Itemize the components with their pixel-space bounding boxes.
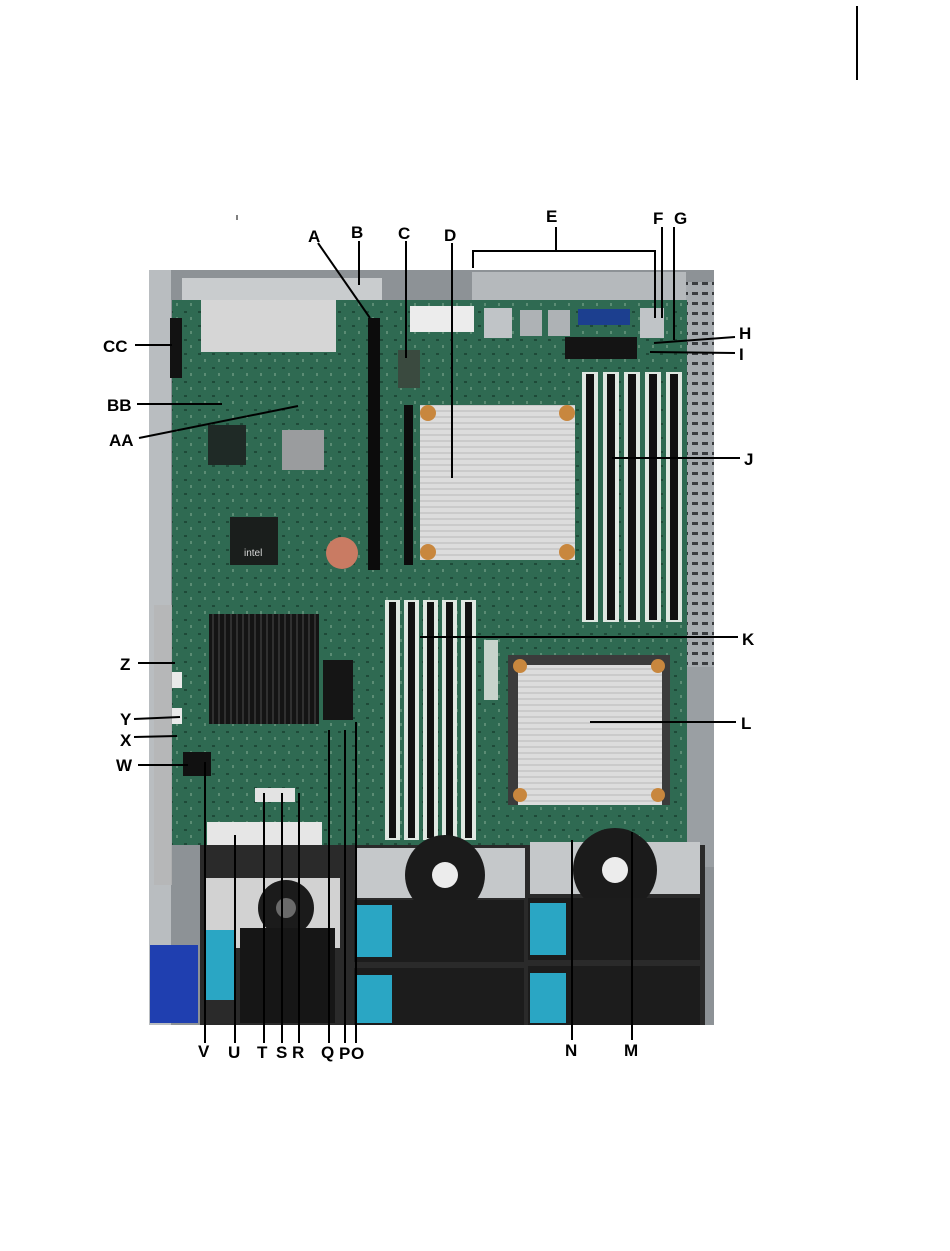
sata-header <box>172 708 182 724</box>
fan-clip <box>356 905 392 957</box>
label-sticker <box>410 306 474 332</box>
chipset-silver <box>282 430 324 470</box>
label-w: W <box>116 756 133 775</box>
cpu1-heatsink <box>420 405 575 560</box>
header-pins <box>255 788 295 802</box>
fan-hub <box>276 898 296 918</box>
heatsink-screw <box>420 544 436 560</box>
fan-hub <box>602 857 628 883</box>
rear-io-shield <box>472 272 686 302</box>
bmc-chip <box>208 425 246 465</box>
label-b: B <box>351 223 363 242</box>
label-x: X <box>120 731 132 750</box>
pcie-riser-slot-b <box>404 405 413 565</box>
label-i: I <box>739 345 744 364</box>
rear-fan-block <box>240 928 335 1023</box>
label-v: V <box>198 1042 210 1061</box>
label-n: N <box>565 1041 577 1060</box>
label-r: R <box>292 1043 304 1062</box>
label-h: H <box>739 324 751 343</box>
heatsink-screw <box>651 659 665 673</box>
label-d: D <box>444 226 456 245</box>
board-label-strip <box>484 640 498 700</box>
label-s: S <box>276 1043 287 1062</box>
fan-hub <box>432 862 458 888</box>
sata-dom-module <box>398 350 420 388</box>
vga-port <box>578 309 630 325</box>
sata-header <box>172 672 182 688</box>
leader-i <box>650 352 735 353</box>
label-l: L <box>741 714 751 733</box>
label-j: J <box>744 450 753 469</box>
psu-bracket <box>201 300 336 352</box>
heatsink-screw <box>420 405 436 421</box>
label-m: M <box>624 1041 638 1060</box>
label-a: A <box>308 227 320 246</box>
label-o: O <box>351 1044 364 1063</box>
label-e: E <box>546 207 557 226</box>
label-y: Y <box>120 710 132 729</box>
rj45-port-2 <box>640 308 664 338</box>
heatsink-screw <box>513 788 527 802</box>
fan-clip <box>205 930 235 1000</box>
heatsink-screw <box>559 544 575 560</box>
label-z: Z <box>120 655 130 674</box>
fan-clip <box>530 973 566 1023</box>
label-u: U <box>228 1043 240 1062</box>
dimm-bank-upper <box>582 372 682 622</box>
blue-cable-plug <box>150 945 198 1023</box>
label-bb: BB <box>107 396 132 415</box>
label-c: C <box>398 224 410 243</box>
label-p: P <box>339 1044 350 1063</box>
cpu2-heatsink <box>518 665 662 805</box>
fan-clip <box>356 975 392 1023</box>
usb-port-2 <box>548 310 570 336</box>
cmos-battery <box>326 537 358 569</box>
label-aa: AA <box>109 431 134 450</box>
heatsink-screw <box>513 659 527 673</box>
fan-clip <box>530 903 566 955</box>
usb-port-1 <box>520 310 542 336</box>
label-cc: CC <box>103 337 128 356</box>
cc-connector <box>170 318 182 378</box>
rj45-port-1 <box>484 308 512 338</box>
label-f: F <box>653 209 663 228</box>
cable-bundle <box>154 605 172 885</box>
header-block <box>323 660 353 720</box>
pcie-riser-slot-a <box>368 318 380 570</box>
heatsink-screw <box>651 788 665 802</box>
label-k: K <box>742 630 755 649</box>
label-t: T <box>257 1043 268 1062</box>
heatsink-screw <box>559 405 575 421</box>
label-g: G <box>674 209 687 228</box>
chipset-heatsink <box>209 614 319 724</box>
intel-chip-logo: intel <box>244 548 262 559</box>
black-header <box>565 337 637 359</box>
leader-x <box>134 736 177 737</box>
server-chassis-photo: intel <box>149 270 714 1025</box>
label-q: Q <box>321 1043 334 1062</box>
